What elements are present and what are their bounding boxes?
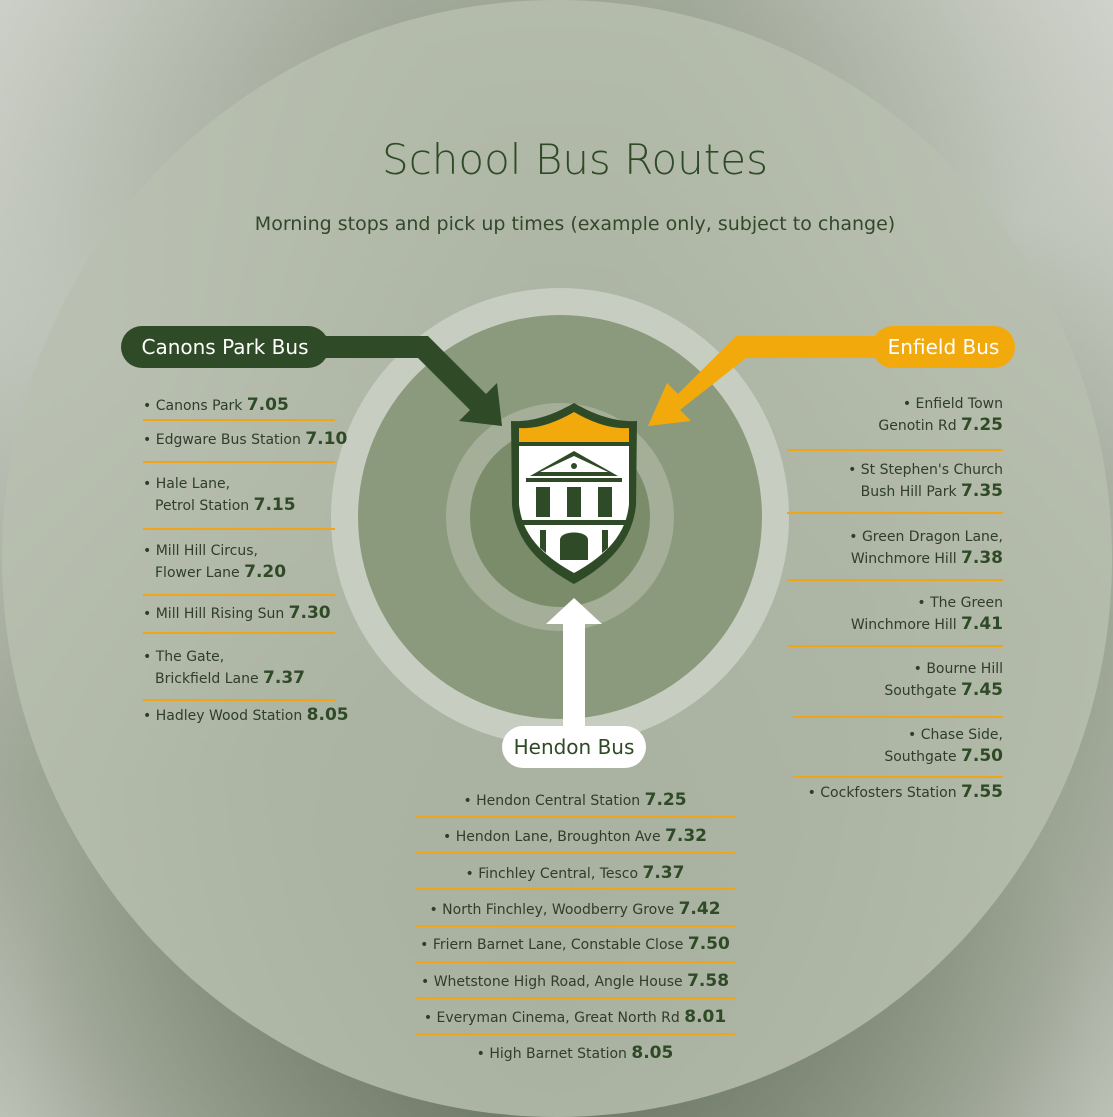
- hendon-arrow: [546, 598, 602, 740]
- divider: [415, 1033, 735, 1035]
- divider: [143, 419, 335, 421]
- canons-stop: • Mill Hill Rising Sun 7.30: [143, 603, 331, 623]
- school-crest-icon: [511, 403, 637, 584]
- enfield-stop: • Cockfosters Station 7.55: [807, 782, 1003, 802]
- divider: [415, 997, 735, 999]
- enfield-stop: • Green Dragon Lane,Winchmore Hill 7.38: [849, 529, 1003, 568]
- divider: [793, 716, 1003, 718]
- divider: [787, 579, 1003, 581]
- enfield-bus-label: Enfield Bus: [872, 326, 1015, 368]
- hendon-stop: • Hendon Central Station 7.25: [463, 790, 687, 810]
- divider: [143, 594, 335, 596]
- divider: [415, 816, 735, 818]
- canons-stop: • Hale Lane,Petrol Station 7.15: [143, 476, 296, 515]
- hendon-stop: • Finchley Central, Tesco 7.37: [465, 863, 685, 883]
- divider: [793, 776, 1003, 778]
- divider: [143, 528, 335, 530]
- divider: [415, 852, 735, 854]
- hendon-stop: • North Finchley, Woodberry Grove 7.42: [429, 899, 721, 919]
- hendon-bus-label: Hendon Bus: [502, 726, 646, 768]
- divider: [787, 512, 1003, 514]
- hendon-stop: • Whetstone High Road, Angle House 7.58: [420, 971, 730, 991]
- divider: [143, 632, 335, 634]
- divider: [143, 699, 335, 701]
- divider: [143, 461, 335, 463]
- divider: [415, 888, 735, 890]
- canons-arrow: [300, 336, 502, 426]
- hendon-stop: • Everyman Cinema, Great North Rd 8.01: [423, 1007, 727, 1027]
- page-subtitle: Morning stops and pick up times (example…: [254, 213, 896, 235]
- divider: [787, 449, 1003, 451]
- page-title: School Bus Routes: [382, 135, 768, 184]
- divider: [787, 645, 1003, 647]
- canons-stop: • The Gate,Brickfield Lane 7.37: [143, 649, 305, 688]
- enfield-stop: • Chase Side,Southgate 7.50: [884, 727, 1003, 766]
- hendon-stop: • Hendon Lane, Broughton Ave 7.32: [443, 826, 707, 846]
- canons-stop: • Hadley Wood Station 8.05: [143, 705, 349, 725]
- hendon-stop: • Friern Barnet Lane, Constable Close 7.…: [420, 934, 730, 954]
- divider: [415, 925, 735, 927]
- canons-park-bus-label: Canons Park Bus: [121, 326, 329, 368]
- canons-stop: • Mill Hill Circus,Flower Lane 7.20: [143, 543, 287, 582]
- hendon-stop: • High Barnet Station 8.05: [476, 1043, 674, 1063]
- canons-stop: • Edgware Bus Station 7.10: [143, 429, 348, 449]
- canons-stop: • Canons Park 7.05: [143, 395, 289, 415]
- divider: [415, 961, 735, 963]
